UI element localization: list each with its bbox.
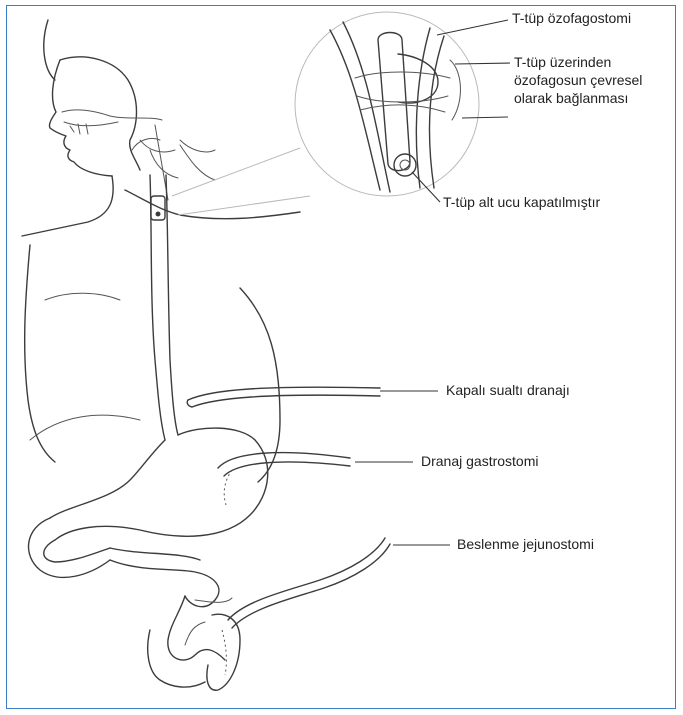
gastrostomy-tube bbox=[218, 453, 350, 476]
label-t-tube-lower-end: T-tüp alt ucu kapatılmıştır bbox=[443, 194, 600, 211]
label-circumferential-tie-line2: özofagosun çevresel bbox=[514, 72, 642, 89]
subhepatic-drain-tube bbox=[187, 387, 380, 407]
label-drainage-gastrostomy: Dranaj gastrostomi bbox=[421, 453, 539, 470]
label-closed-subhepatic-drain: Kapalı sualtı dranajı bbox=[446, 382, 570, 399]
label-t-tube-esophagostomy: T-tüp özofagostomi bbox=[512, 10, 631, 27]
neck-shoulders bbox=[125, 125, 310, 219]
label-feeding-jejunostomy: Beslenme jejunostomi bbox=[457, 536, 594, 553]
stomach bbox=[29, 428, 268, 577]
magnified-inset bbox=[295, 12, 479, 196]
label-circumferential-tie-line3: olarak bağlanması bbox=[514, 90, 628, 107]
esophagus bbox=[150, 175, 178, 440]
jejunostomy-tube bbox=[228, 538, 390, 628]
small-intestine bbox=[110, 548, 240, 690]
label-circumferential-tie-line1: T-tüp üzerinden bbox=[514, 54, 611, 71]
head-outline bbox=[22, 20, 162, 236]
